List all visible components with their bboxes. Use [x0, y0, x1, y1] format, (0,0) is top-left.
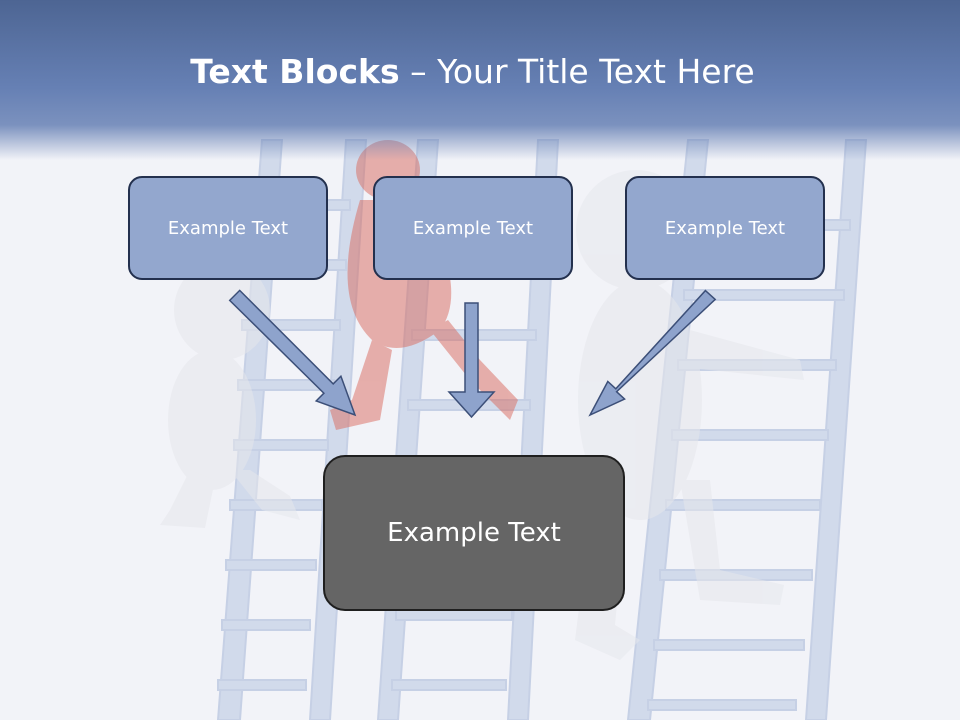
main-text-block-label: Example Text	[387, 518, 561, 548]
text-block-3[interactable]: Example Text	[625, 176, 825, 280]
text-block-2-label: Example Text	[412, 217, 534, 239]
slide-title: Text Blocks – Your Title Text Here	[0, 52, 945, 91]
text-block-3-label: Example Text	[664, 217, 786, 239]
title-band	[0, 0, 960, 160]
text-block-2[interactable]: Example Text	[373, 176, 573, 280]
title-dash: –	[399, 52, 438, 91]
text-block-1-label: Example Text	[167, 217, 289, 239]
title-rest: Your Title Text Here	[437, 52, 755, 91]
text-block-1[interactable]: Example Text	[128, 176, 328, 280]
main-text-block[interactable]: Example Text	[323, 455, 625, 611]
title-bold: Text Blocks	[190, 52, 400, 91]
